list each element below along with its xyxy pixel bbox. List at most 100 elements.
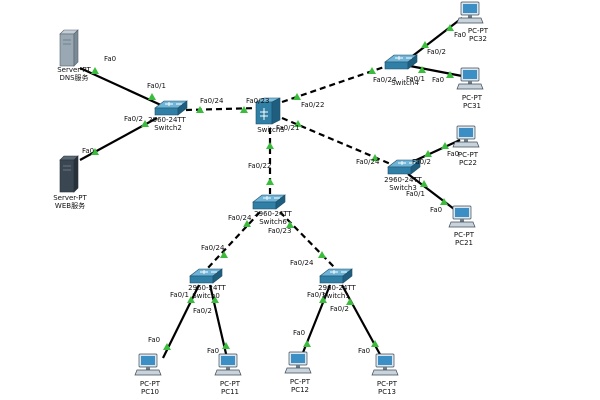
port-label: Fa0: [148, 336, 160, 344]
port-label: Fa0/2: [330, 305, 349, 313]
device-name-label: Switch6: [259, 218, 287, 226]
port-label: Fa0/2: [427, 48, 446, 56]
port-label: Fa0/1: [307, 291, 326, 299]
device-type-label: PC-PT: [458, 151, 479, 159]
device-name-label: PC10: [141, 388, 159, 396]
pc-icon: [456, 67, 484, 90]
pc-icon: [371, 353, 399, 376]
link-switch2-core: [185, 106, 259, 112]
pc31[interactable]: PC-PT PC31: [456, 67, 484, 110]
device-type-label: Server-PT: [53, 194, 87, 202]
device-name-label: PC31: [463, 102, 481, 110]
pc13[interactable]: PC-PT PC13: [371, 353, 399, 396]
port-labels: Fa0 Fa0/1 Fa0/2 Fa0 Fa0/24 Fa0/23 Fa0/22…: [82, 31, 466, 355]
device-name-label: WEB服务: [55, 201, 85, 210]
port-label: Fa0: [82, 147, 94, 155]
link-mid-switch1: [279, 211, 336, 269]
device-model-label: 2960-24TT: [318, 284, 356, 292]
port-indicator: [266, 142, 274, 149]
switch1[interactable]: 2960-24TT Switch1: [318, 268, 357, 300]
switch-icon: [189, 268, 223, 284]
device-type-label: Server-PT: [57, 66, 91, 74]
device-name-label: PC13: [378, 388, 396, 396]
link-switch0-pc10: [162, 284, 200, 359]
port-label: Fa0/23: [268, 227, 291, 235]
port-label: Fa0/21: [276, 124, 299, 132]
link-top-pc31: [409, 64, 463, 78]
device-type-label: PC-PT: [220, 380, 241, 388]
device-type-label: PC-PT: [377, 380, 398, 388]
port-indicator: [220, 251, 228, 258]
port-indicator: [303, 340, 311, 347]
pc21[interactable]: PC-PT PC21: [448, 205, 476, 247]
device-type-label: PC-PT: [290, 378, 311, 386]
switch-icon: [252, 194, 286, 210]
switch-mid[interactable]: 2960-24TT Switch6: [252, 194, 293, 226]
port-label: Fa0/2: [124, 115, 143, 123]
device-name-label: PC11: [221, 388, 239, 396]
pc-icon: [456, 1, 484, 24]
port-label: Fa0/1: [406, 190, 425, 198]
switch0[interactable]: 2960-24TT Switch0: [188, 268, 227, 300]
pc32[interactable]: PC-PT PC32: [456, 1, 489, 43]
server-icon: [59, 29, 79, 67]
device-model-label: 2960-24TT: [254, 210, 292, 218]
pc-icon: [448, 205, 476, 228]
link-mid-switch0: [205, 211, 261, 271]
port-label: Fa0/1: [147, 82, 166, 90]
core-switch[interactable]: Switch5: [255, 97, 285, 134]
port-label: Fa0: [430, 206, 442, 214]
port-label: Fa0/22: [248, 162, 271, 170]
device-type-label: PC-PT: [462, 94, 483, 102]
pc-icon: [134, 353, 162, 376]
pc-icon: [214, 353, 242, 376]
device-name-label: DNS服务: [59, 73, 88, 82]
port-indicator: [368, 67, 376, 74]
link-right-pc22: [411, 139, 461, 163]
port-label: Fa0/23: [246, 97, 269, 105]
port-label: Fa0/1: [170, 291, 189, 299]
pc12[interactable]: PC-PT PC12: [284, 351, 312, 394]
dns-server[interactable]: Server-PT DNS服务: [57, 29, 91, 82]
port-label: Fa0/24: [200, 97, 224, 105]
link-top-pc32: [409, 17, 463, 59]
switch-right[interactable]: 2960-24TT Switch3: [384, 159, 423, 192]
port-indicator: [318, 251, 326, 258]
port-indicator: [266, 178, 274, 185]
device-name-label: Switch5: [257, 126, 285, 134]
pc-icon: [284, 351, 312, 374]
device-model-label: 2960-24TT: [148, 116, 186, 124]
pc10[interactable]: PC-PT PC10: [134, 353, 162, 396]
device-name-label: Switch2: [154, 124, 182, 132]
device-name-label: PC12: [291, 386, 309, 394]
port-label: Fa0/24: [373, 76, 397, 84]
pc11[interactable]: PC-PT PC11: [214, 353, 242, 396]
port-indicator: [293, 93, 301, 100]
device-name-label: Switch3: [389, 184, 417, 192]
web-server[interactable]: Server-PT WEB服务: [53, 155, 87, 210]
switch2[interactable]: 2960-24TT Switch2: [148, 100, 188, 132]
port-label: Fa0: [293, 329, 305, 337]
port-label: Fa0: [207, 347, 219, 355]
device-model-label: 2960-24TT: [188, 284, 226, 292]
port-label: Fa0: [358, 347, 370, 355]
port-label: Fa0/24: [290, 259, 314, 267]
switch-icon: [154, 100, 188, 116]
port-label: Fa0/22: [301, 101, 324, 109]
device-type-label: PC-PT: [454, 231, 475, 239]
port-label: Fa0/2: [412, 158, 431, 166]
port-label: Fa0: [432, 76, 444, 84]
port-label: Fa0/1: [406, 75, 425, 83]
device-model-label: 2960-24TT: [384, 176, 422, 184]
port-label: Fa0/2: [193, 307, 212, 315]
switch-top[interactable]: Switch4: [384, 54, 419, 87]
port-indicator: [148, 93, 156, 100]
port-label: Fa0/24: [356, 158, 380, 166]
pc-icon: [452, 125, 480, 148]
pc22[interactable]: PC-PT PC22: [452, 125, 480, 167]
device-name-label: PC21: [455, 239, 473, 247]
port-label: Fa0: [104, 55, 116, 63]
port-indicator: [91, 67, 99, 74]
